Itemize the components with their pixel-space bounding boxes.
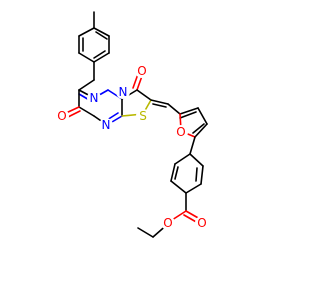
oxygen-atom-label: O xyxy=(163,216,172,230)
ring-bond xyxy=(200,165,204,185)
ester-ether-bond xyxy=(171,210,187,221)
nitrogen-atom-label: N xyxy=(119,85,128,99)
ring-bond xyxy=(197,107,208,125)
benzene-bond xyxy=(93,52,110,63)
carbonyl-bond-top xyxy=(132,73,139,89)
oxygen-atom-label: O xyxy=(57,109,66,123)
atom-bg xyxy=(116,85,130,99)
atom-bg xyxy=(55,109,69,123)
carbonyl-bond-top xyxy=(136,75,143,91)
linker-bond xyxy=(167,103,181,115)
oxygen-atom-label: O xyxy=(197,216,206,230)
ring-bond xyxy=(185,183,202,194)
atom-bg xyxy=(99,118,113,132)
ring-double-bond xyxy=(174,166,179,180)
phenyl-ring xyxy=(170,136,204,212)
methylbenzyl-group xyxy=(78,11,110,91)
atom-labels: O O N N N S O O O xyxy=(55,64,209,230)
ring-bond xyxy=(174,153,191,165)
ring-bond xyxy=(194,123,208,138)
benzene-bond-inner xyxy=(93,50,106,59)
carbonyl-bond-left xyxy=(67,110,81,118)
benzyl-bond xyxy=(78,79,95,91)
atom-bg xyxy=(195,216,209,230)
atom-bg xyxy=(174,125,188,139)
ring-bond xyxy=(136,89,152,101)
carbonyl-bond-left xyxy=(65,106,80,114)
nitrogen-atom-label: N xyxy=(90,91,99,105)
ring-double-bond xyxy=(192,123,205,134)
methylidene-linker xyxy=(150,99,181,115)
atom-bg xyxy=(87,91,101,105)
ring-bond xyxy=(170,163,176,182)
benzene-bond xyxy=(93,27,110,37)
atom-bg xyxy=(135,64,149,78)
furan-ring xyxy=(179,107,208,138)
benzene-bond xyxy=(78,27,95,37)
sulfur-atom-label: S xyxy=(139,109,147,123)
nitrogen-atom-label: N xyxy=(102,118,111,132)
atom-bg xyxy=(136,109,150,123)
ring-double-bond xyxy=(195,167,198,182)
ring-bond xyxy=(179,107,199,115)
benzene-bond-inner xyxy=(95,31,108,40)
chemical-structure-diagram: O O N N N S O O O xyxy=(55,11,209,238)
ethyl-bond xyxy=(137,227,154,238)
ring-bond xyxy=(189,153,204,167)
ring-bond xyxy=(170,180,187,194)
exocyclic-double-bond xyxy=(152,103,167,108)
oxygen-atom-label: O xyxy=(137,64,146,78)
biaryl-bond xyxy=(189,136,196,155)
benzene-bond xyxy=(78,52,95,63)
ring-double-bond xyxy=(179,111,197,119)
oxygen-atom-label: O xyxy=(176,125,185,139)
ring-bond xyxy=(78,106,95,117)
atom-bg xyxy=(161,216,175,230)
exocyclic-bond xyxy=(150,99,169,105)
